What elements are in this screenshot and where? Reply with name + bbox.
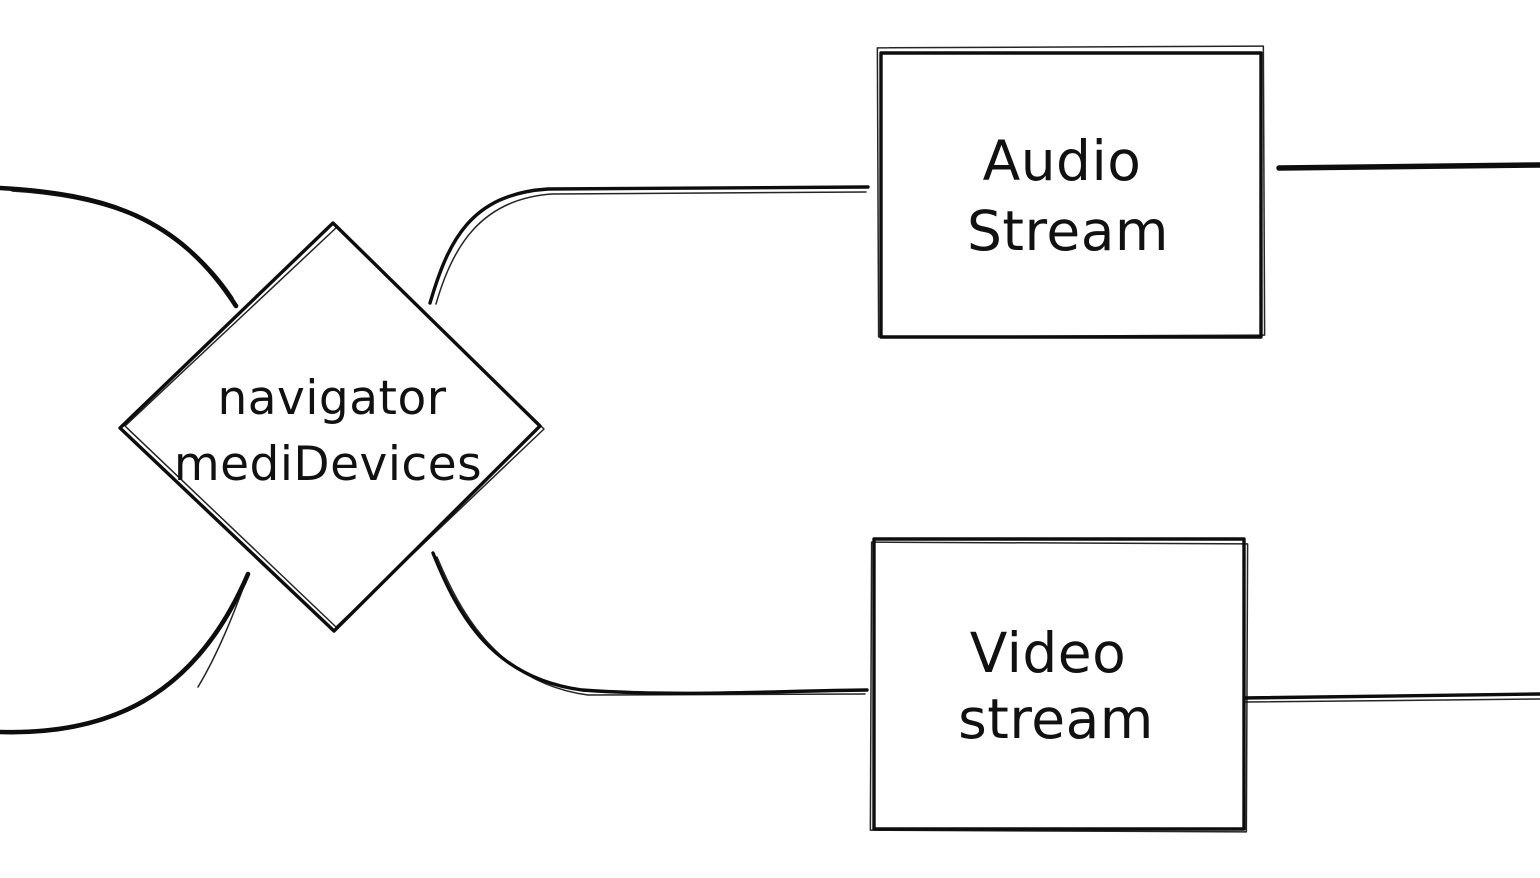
video-label-line2: stream <box>958 687 1154 751</box>
node-audio-stream[interactable]: Audio Stream <box>876 45 1266 339</box>
audio-label-line1: Audio <box>983 129 1142 193</box>
connector-decision-to-video[interactable] <box>431 551 869 696</box>
video-label-line1: Video <box>970 621 1127 685</box>
node-video-stream[interactable]: Video stream <box>869 537 1249 833</box>
connector-decision-to-audio[interactable] <box>428 185 870 305</box>
connector-input-bottom[interactable] <box>0 571 251 735</box>
decision-label-line2: mediDevices <box>174 437 482 492</box>
connector-video-output[interactable] <box>1241 692 1540 703</box>
connector-audio-output[interactable] <box>1276 162 1540 171</box>
audio-label-line2: Stream <box>967 199 1169 263</box>
connector-input-top[interactable] <box>0 185 239 309</box>
node-decision-diamond[interactable]: navigator mediDevices <box>118 221 545 633</box>
decision-label-line1: navigator <box>217 371 446 426</box>
